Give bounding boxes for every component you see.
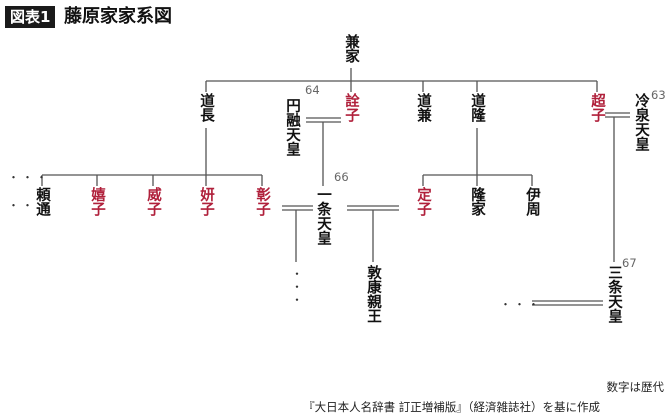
person-senshi: 詮子 <box>343 93 359 122</box>
person-sanjo: 三条天皇 <box>606 265 622 323</box>
note-reign-numbers: 数字は歴代 <box>606 380 665 394</box>
reign-number-enyu: 64 <box>305 83 320 97</box>
person-choshi: 超子 <box>589 93 605 122</box>
continuation-dots-left-of-sanjo: ・・・ <box>500 298 542 311</box>
person-michitaka: 道隆 <box>469 93 485 122</box>
person-korechika: 伊周 <box>524 187 540 216</box>
person-kishi: 嬉子 <box>89 187 105 216</box>
person-yorimichi: 頼通 <box>34 187 50 216</box>
person-teishi: 定子 <box>415 187 431 216</box>
person-ishi: 威子 <box>145 187 161 216</box>
person-reizei: 冷泉天皇 <box>633 93 649 151</box>
figure-badge: 図表1 <box>5 6 56 28</box>
person-ichijo: 一条天皇 <box>315 187 331 245</box>
continuation-dots-row2: ・・・ <box>8 199 50 212</box>
continuation-dots-row1: ・・・ <box>8 171 50 184</box>
reign-number-ichijo: 66 <box>334 170 349 184</box>
person-takaie: 隆家 <box>469 187 485 216</box>
figure-title: 藤原家家系図 <box>64 6 172 27</box>
person-kaneie: 兼家 <box>343 34 359 63</box>
reign-number-reizei: 63 <box>651 88 666 102</box>
person-enyu: 円融天皇 <box>284 98 300 156</box>
person-shoshi: 彰子 <box>254 187 270 216</box>
person-atsuyasu: 敦康親王 <box>365 265 381 323</box>
reign-number-sanjo: 67 <box>622 256 637 270</box>
person-michinaga: 道長 <box>198 93 214 122</box>
person-kenshi: 妍子 <box>198 187 214 216</box>
person-michikane: 道兼 <box>415 93 431 122</box>
source-citation: 『大日本人名辞書 訂正増補版』（経済雑誌社）を基に作成 <box>303 400 600 414</box>
continuation-dots-below-shoshi: ・・・ <box>290 268 303 307</box>
